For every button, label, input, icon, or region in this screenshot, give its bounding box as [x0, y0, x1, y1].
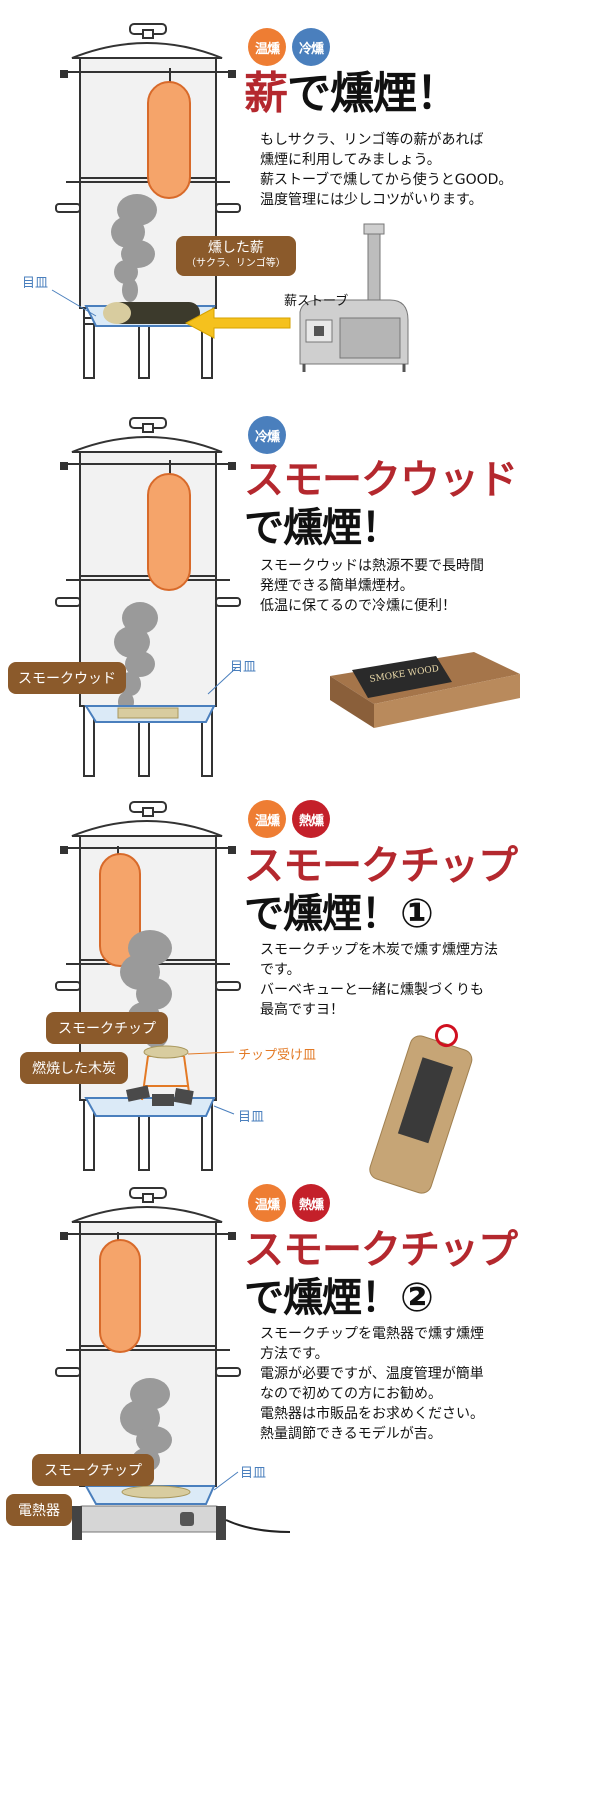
smoke-chips: [121, 1485, 191, 1499]
title-line-2: で燻煙！: [244, 505, 401, 551]
smoke-plume: [111, 194, 157, 302]
arrow-icon: [184, 307, 291, 339]
section-description: もしサクラ、リンゴ等の薪があれば 燻煙に利用してみましょう。 薪ストーブで燻して…: [260, 130, 512, 210]
badge-warm-smoke: 温燻: [248, 800, 286, 838]
smoke-wood-block: [117, 707, 179, 719]
callout-smoke-wood: スモークウッド: [8, 662, 126, 694]
description-line: スモークチップを電熱器で燻す燻煙: [260, 1326, 484, 1342]
sausage: [147, 81, 191, 199]
description-line: 最高ですヨ！: [260, 1002, 344, 1018]
description-line: 電熱器は市販品をお求めください。: [260, 1406, 484, 1422]
description-line: スモークウッドは熱源不要で長時間: [260, 558, 484, 574]
title-line-1: スモークチップ: [244, 1227, 518, 1273]
smoker-diagram-smoke-wood: SMOKE WOOD: [55, 417, 520, 777]
badge-hot-smoke: 熱燻: [292, 1184, 330, 1222]
smoker-lid: [71, 436, 223, 453]
label-tray: 目皿: [238, 1110, 265, 1125]
description-line: 燻煙に利用してみましょう。: [260, 152, 441, 168]
firewood-log: [110, 302, 200, 324]
badge-cold-smoke: 冷燻: [248, 416, 286, 454]
callout-main-text: 燻した薪: [207, 240, 264, 256]
description-line: スモークチップを木炭で燻す燻煙方法: [260, 942, 498, 958]
callout-charcoal: 燃焼した木炭: [20, 1052, 128, 1084]
callout-firewood: 燻した薪 （サクラ、リンゴ等）: [176, 236, 296, 276]
smoke-chips: [143, 1045, 189, 1059]
sausage: [147, 473, 191, 591]
section-smoke-wood: SMOKE WOOD 冷燻 スモークウッド で燻煙！ スモークウッドは熱源不要で…: [0, 400, 600, 840]
callout-sub-text: （サクラ、リンゴ等）: [186, 258, 286, 269]
description-line: 熱量調節できるモデルが吉。: [260, 1426, 442, 1442]
label-tray: 目皿: [240, 1466, 267, 1481]
smoke-plume: [120, 1378, 172, 1472]
smoker-diagram-firewood: [51, 23, 409, 379]
smoke-chip-bag-image: [369, 1024, 473, 1194]
description-line: バーベキューと一緒に燻製づくりも: [260, 982, 484, 998]
badge-cold-smoke: 冷燻: [292, 28, 330, 66]
title-line-1: スモークウッド: [244, 457, 518, 503]
smoker-lid: [71, 42, 223, 59]
section-firewood: 温燻 冷燻 薪で燻煙！ もしサクラ、リンゴ等の薪があれば 燻煙に利用してみましょ…: [0, 0, 600, 440]
badge-hot-smoke: 熱燻: [292, 800, 330, 838]
title-line-2: で燻煙！②: [244, 1275, 434, 1321]
smoke-wood-product-image: SMOKE WOOD: [330, 652, 520, 728]
title-line-2: で燻煙！①: [244, 891, 434, 937]
badge-warm-smoke: 温燻: [248, 28, 286, 66]
title-rest: で燻煙！: [287, 68, 460, 119]
section-smoke-chip-charcoal: 温燻 熱燻 スモークチップ で燻煙！① スモークチップを木炭で燻す燻煙方法 です…: [0, 790, 600, 1230]
description-line: 方法です。: [260, 1346, 329, 1362]
section-description: スモークチップを木炭で燻す燻煙方法 です。 バーベキューと一緒に燻製づくりも 最…: [260, 940, 498, 1020]
tray: [84, 1097, 216, 1117]
description-line: 発煙できる簡単燻煙材。: [260, 578, 414, 594]
label-tray: 目皿: [22, 276, 49, 291]
electric-heater: [72, 1505, 291, 1540]
description-line: 電源が必要ですが、温度管理が簡単: [260, 1366, 484, 1382]
section-description: スモークウッドは熱源不要で長時間 発煙できる簡単燻煙材。 低温に保てるので冷燻に…: [260, 556, 484, 616]
sausage: [99, 853, 141, 967]
description-line: 温度管理には少しコツがいります。: [260, 192, 483, 208]
charcoal: [125, 1085, 194, 1106]
label-chip-tray: チップ受け皿: [238, 1048, 317, 1063]
callout-smoke-chip: スモークチップ: [46, 1012, 168, 1044]
section-description: スモークチップを電熱器で燻す燻煙 方法です。 電源が必要ですが、温度管理が簡単 …: [260, 1324, 484, 1444]
description-line: なので初めての方にお勧め。: [260, 1386, 442, 1402]
description-line: です。: [260, 962, 301, 978]
sausage: [99, 1239, 141, 1353]
wood-stove-illustration: [299, 223, 409, 372]
callout-smoke-chip: スモークチップ: [32, 1454, 154, 1486]
title-accent: 薪: [244, 68, 288, 119]
section-title: 薪で燻煙！: [244, 72, 460, 116]
callout-heater: 電熱器: [6, 1494, 72, 1526]
title-line-1: スモークチップ: [244, 843, 518, 889]
description-line: 低温に保てるので冷燻に便利！: [260, 598, 456, 614]
description-line: 薪ストーブで燻してから使うとGOOD。: [260, 172, 513, 188]
label-wood-stove: 薪ストーブ: [284, 294, 349, 309]
badge-warm-smoke: 温燻: [248, 1184, 286, 1222]
description-line: もしサクラ、リンゴ等の薪があれば: [260, 132, 484, 148]
section-smoke-chip-heater: 温燻 熱燻 スモークチップ で燻煙！② スモークチップを電熱器で燻す燻煙 方法で…: [0, 1180, 600, 1820]
label-tray: 目皿: [230, 660, 257, 675]
